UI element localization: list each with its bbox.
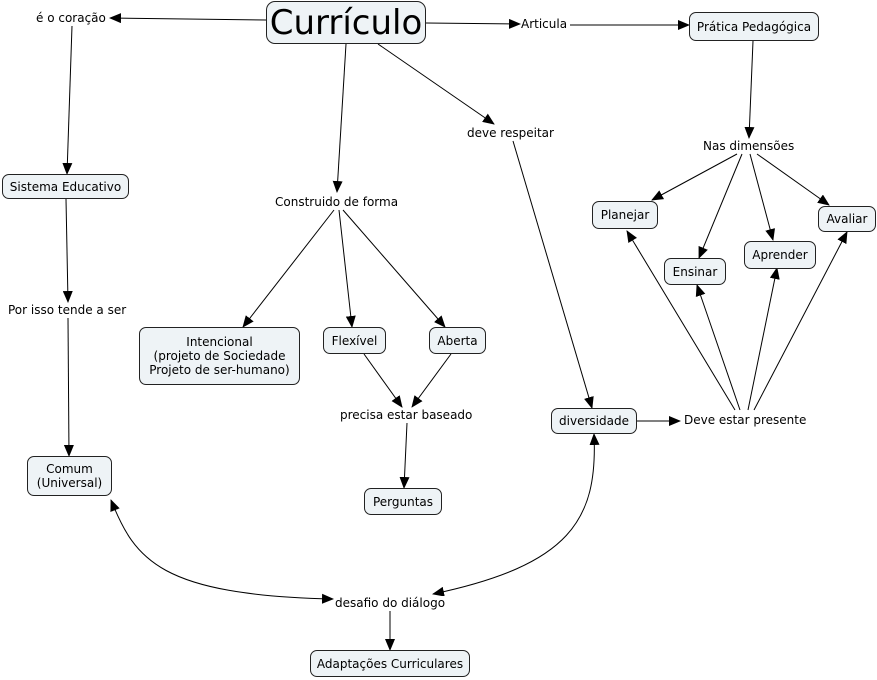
edge-curriculo-construido <box>332 43 347 193</box>
edge-construido-intencional <box>242 209 335 328</box>
node-intencional[interactable]: Intencional (projeto de Sociedade Projet… <box>139 327 300 385</box>
edge-construido-aberta <box>342 209 446 328</box>
edge-flexivel-baseado <box>363 353 403 408</box>
node-sistema-educativo[interactable]: Sistema Educativo <box>2 174 129 199</box>
label-construido-de-forma: Construido de forma <box>275 195 399 209</box>
edge-sistema-tende <box>62 198 73 303</box>
edge-dimensoes-aprender <box>749 153 775 241</box>
edge-dimensoes-ensinar <box>698 153 743 259</box>
edge-baseado-perguntas <box>399 422 410 489</box>
node-planejar[interactable]: Planejar <box>592 201 658 229</box>
node-flexivel[interactable]: Flexível <box>323 327 386 354</box>
edge-presente-avaliar <box>753 231 848 411</box>
label-articula: Articula <box>521 17 568 31</box>
label-deve-respeitar: deve respeitar <box>467 126 554 140</box>
label-precisa-estar-baseado: precisa estar baseado <box>340 408 473 422</box>
edge-construido-flexivel <box>338 209 356 328</box>
node-pratica-pedagogica[interactable]: Prática Pedagógica <box>689 12 819 41</box>
node-comum[interactable]: Comum (Universal) <box>27 456 112 496</box>
node-diversidade[interactable]: diversidade <box>551 408 637 434</box>
node-curriculo[interactable]: Currículo <box>266 1 426 44</box>
edge-coracao-sistema <box>62 25 73 175</box>
edge-diversidade-desafio <box>432 433 600 597</box>
edge-presente-aprender <box>747 267 780 411</box>
node-avaliar[interactable]: Avaliar <box>818 206 876 232</box>
edge-curriculo-coracao <box>109 13 267 24</box>
edge-aberta-baseado <box>411 353 452 408</box>
node-perguntas[interactable]: Perguntas <box>364 488 442 515</box>
label-deve-estar-presente: Deve estar presente <box>684 413 807 427</box>
edge-comum-desafio <box>110 499 334 604</box>
edge-respeitar-diversidade <box>512 140 594 409</box>
edge-tende-comum <box>63 317 74 457</box>
edge-dimensoes-avaliar <box>756 153 830 206</box>
edge-presente-planejar <box>626 230 736 411</box>
edge-presente-ensinar <box>695 284 741 411</box>
label-e-o-coracao: é o coração <box>36 11 106 25</box>
node-ensinar[interactable]: Ensinar <box>664 258 726 285</box>
edge-pratica-dimensoes <box>744 40 755 139</box>
label-nas-dimensoes: Nas dimensões <box>703 139 795 153</box>
edge-curriculo-articula <box>425 18 521 29</box>
node-aprender[interactable]: Aprender <box>744 241 816 269</box>
node-adaptacoes[interactable]: Adaptações Curriculares <box>310 650 470 677</box>
label-desafio-do-dialogo: desafio do diálogo <box>335 596 446 610</box>
edge-curriculo-respeitar <box>377 43 495 125</box>
edge-dimensoes-planejar <box>651 153 738 201</box>
node-aberta[interactable]: Aberta <box>429 327 486 354</box>
label-por-isso-tende-a-ser: Por isso tende a ser <box>8 303 127 317</box>
